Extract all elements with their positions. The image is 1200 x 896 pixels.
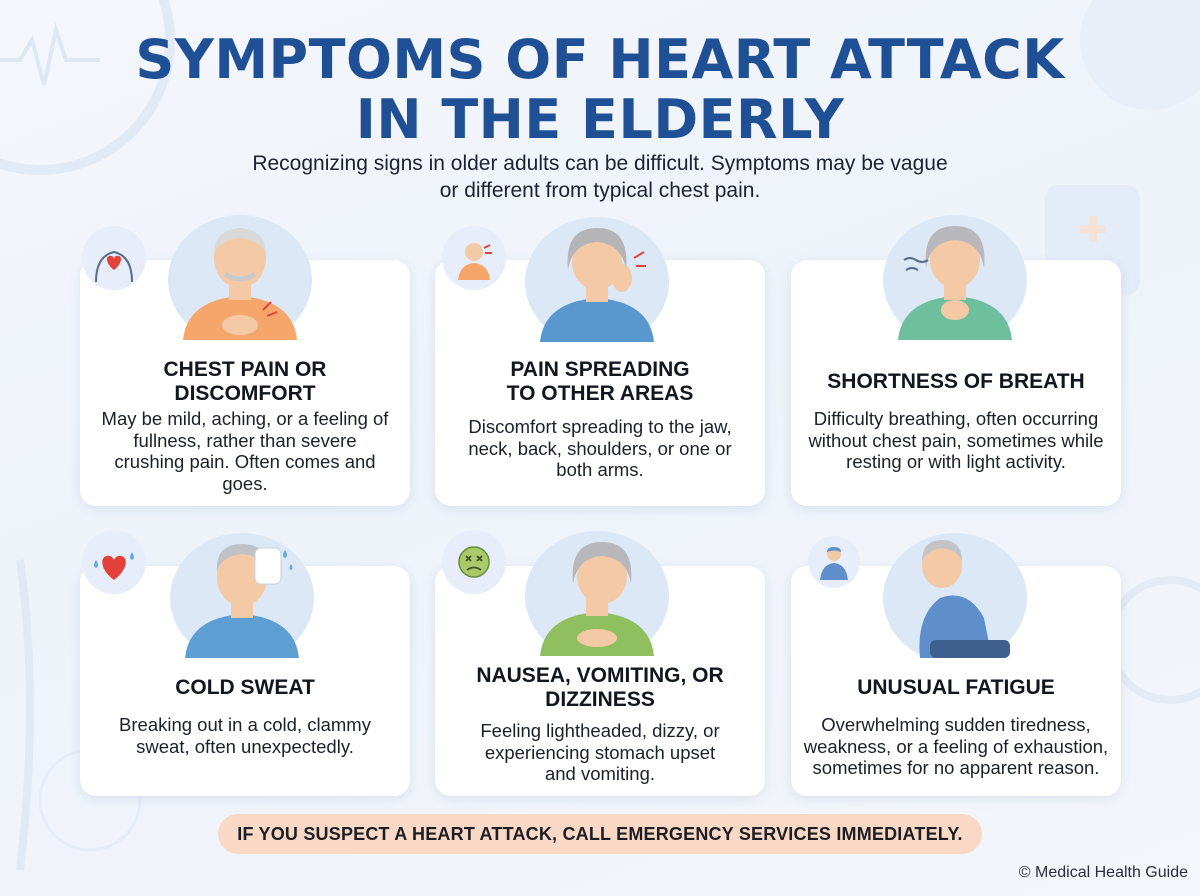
card-description: Overwhelming sudden tiredness, weakness,… [803,714,1109,778]
elderly-man-sweating-icon [167,528,317,663]
card-description: Discomfort spreading to the jaw, neck, b… [468,416,732,480]
card-title: SHORTNESS OF BREATH [827,370,1085,393]
emergency-banner: IF YOU SUSPECT A HEART ATTACK, CALL EMER… [218,814,982,854]
page-subtitle: Recognizing signs in older adults can be… [252,152,948,202]
title-line-1: SYMPTOMS OF HEART ATTACK [135,28,1065,91]
page-title: SYMPTOMS OF HEART ATTACK IN THE ELDERLY [0,30,1200,150]
man-neck-pain-icon [442,226,506,290]
card-description: Difficulty breathing, often occurring wi… [808,408,1104,472]
card-unusual-fatigue: UNUSUAL FATIGUE Overwhelming sudden tire… [791,566,1121,796]
heart-sweat-drops-icon [82,530,146,594]
card-title: UNUSUAL FATIGUE [857,676,1055,699]
card-title: CHEST PAIN OR DISCOMFORT [163,358,327,405]
heart-torso-icon [82,226,146,290]
elderly-woman-jaw-pain-icon [522,212,672,347]
card-description: Breaking out in a cold, clammy sweat, of… [119,714,371,757]
card-description: Feeling lightheaded, dizzy, or experienc… [480,720,720,784]
card-title: PAIN SPREADING TO OTHER AREAS [506,358,694,405]
elderly-man-fatigue-icon [880,528,1030,663]
elderly-man-chest-pain-icon [165,210,315,345]
dizzy-face-icon [442,530,506,594]
elderly-woman-breathless-icon [880,210,1030,345]
copyright: © Medical Health Guide [1018,864,1188,881]
tired-person-icon [808,536,860,588]
card-description: May be mild, aching, or a feeling of ful… [101,408,389,494]
title-line-2: IN THE ELDERLY [355,88,845,151]
card-title: NAUSEA, VOMITING, OR DIZZINESS [476,664,724,711]
elderly-woman-nausea-icon [522,526,672,661]
card-title: COLD SWEAT [175,676,315,699]
